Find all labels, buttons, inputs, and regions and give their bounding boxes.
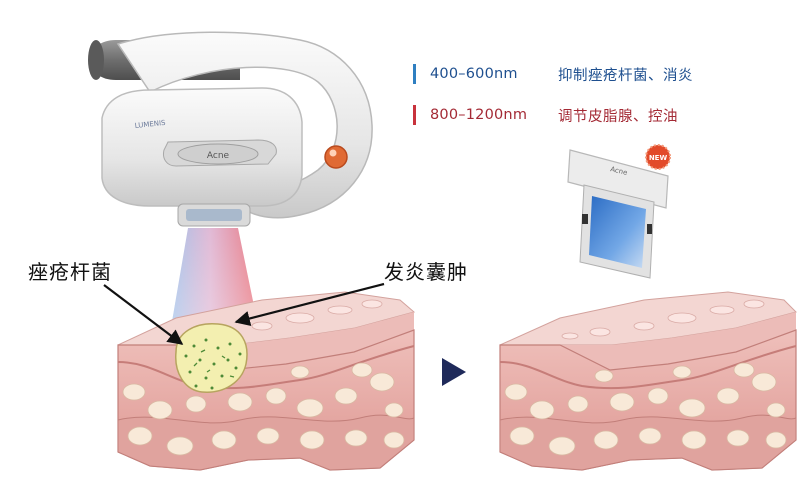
indicator-light [324, 145, 348, 169]
new-badge [645, 144, 671, 170]
acne-cyst [175, 323, 248, 393]
bacteria-dots [184, 338, 242, 390]
legend-row-red: 800–1200nm 调节皮脂腺、控油 [413, 103, 678, 127]
bacteria-callout-label: 痤疮杆菌 [28, 260, 112, 284]
acne-filter-cartridge [567, 149, 669, 279]
legend-effect-red: 调节皮脂腺、控油 [558, 108, 678, 125]
handpiece-shell [116, 31, 373, 219]
brand-mark: LUMENIS [134, 119, 166, 130]
cyst-callout-label: 发炎囊肿 [384, 260, 468, 284]
cyst-callout-arrow [234, 282, 385, 327]
legend-effect-blue: 抑制痤疮杆菌、消炎 [558, 67, 693, 84]
mode-label: Acne [207, 151, 230, 161]
skin-block-after [499, 291, 797, 471]
legend-swatch-blue [413, 64, 416, 84]
ipl-handpiece [88, 31, 373, 227]
new-badge-text: NEW [649, 154, 668, 162]
filter-label: Acne [610, 165, 629, 177]
bacteria-callout-arrow [103, 284, 184, 345]
legend-row-blue: 400–600nm 抑制痤疮杆菌、消炎 [413, 62, 693, 86]
legend-range-blue: 400–600nm [430, 66, 518, 82]
transition-arrow [442, 358, 466, 386]
skin-block-before [117, 291, 416, 471]
legend-range-red: 800–1200nm [430, 107, 528, 123]
legend-swatch-red [413, 105, 416, 125]
mode-button [177, 143, 259, 165]
